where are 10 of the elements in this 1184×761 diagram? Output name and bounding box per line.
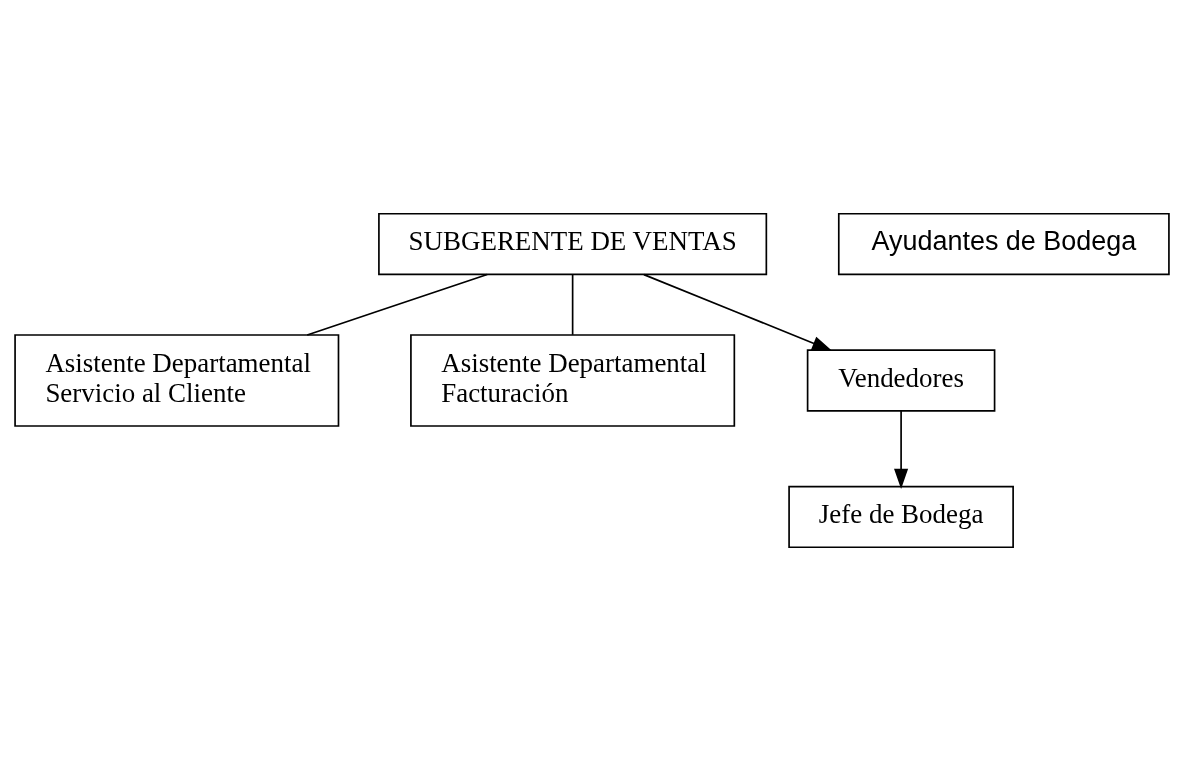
node-box: Asistente Departamental Servicio al Cliente xyxy=(14,334,340,427)
node-box: Jefe de Bodega xyxy=(788,485,1014,549)
node-box: Ayudantes de Bodega xyxy=(837,212,1170,276)
connector xyxy=(306,273,489,336)
node-box: SUBGERENTE DE VENTAS xyxy=(378,212,768,276)
arrow xyxy=(643,273,833,351)
node-box: Vendedores xyxy=(806,349,996,412)
node-box: Asistente Departamental Facturación xyxy=(410,334,736,427)
connector xyxy=(571,273,574,336)
arrow xyxy=(894,410,909,489)
